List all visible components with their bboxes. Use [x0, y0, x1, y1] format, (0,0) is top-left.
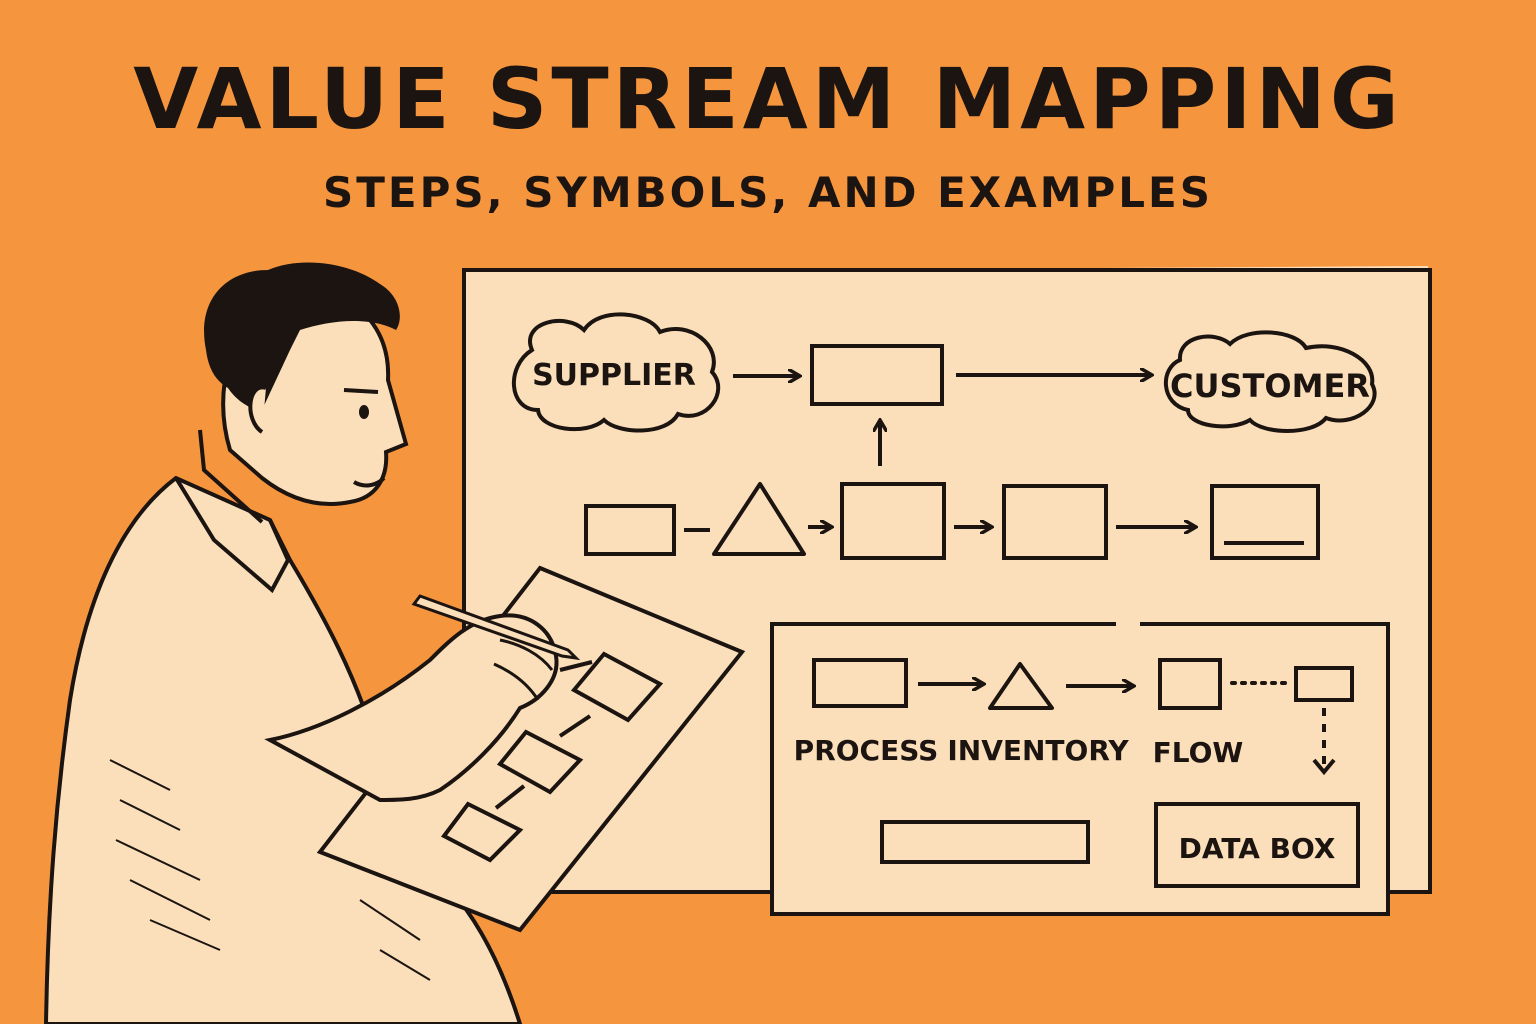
eyebrow: [343, 388, 379, 394]
row-inventory-triangle: [712, 482, 806, 556]
legend-timeline-bar: [880, 820, 1090, 864]
mouth: [352, 476, 386, 488]
legend-inventory-label: INVENTORY: [947, 734, 1129, 767]
shirt-shading-2: [359, 899, 431, 981]
legend-process-label: PROCESS: [794, 734, 939, 767]
customer-cloud: CUSTOMER: [1164, 330, 1377, 433]
legend-small-box: [1294, 666, 1354, 702]
row-process-box-1: [840, 482, 946, 560]
legend-flow-symbol: [1158, 658, 1222, 710]
page-title: VALUE STREAM MAPPING: [133, 50, 1403, 148]
top-process-box: [810, 344, 944, 406]
pen-icon: [411, 594, 581, 661]
row-process-box-2: [1002, 484, 1108, 560]
collar: [174, 476, 291, 594]
shirt-shading: [109, 759, 221, 951]
legend-process-symbol: [812, 658, 908, 708]
fingers: [493, 638, 554, 701]
legend-inventory-symbol: [988, 662, 1054, 710]
ear: [248, 385, 267, 434]
legend-flow-label: FLOW: [1153, 736, 1244, 769]
row-start-box: [584, 504, 676, 556]
legend-data-box: [1154, 802, 1360, 888]
person-illustration: [43, 262, 746, 1024]
eye: [359, 405, 369, 419]
supplier-label: SUPPLIER: [532, 358, 696, 393]
customer-label: CUSTOMER: [1170, 367, 1370, 405]
neck: [198, 429, 264, 524]
legend-dashed-arrowhead: [1312, 758, 1336, 776]
legend-data-box-label: DATA BOX: [1179, 832, 1336, 865]
row-end-box: [1210, 484, 1320, 560]
clipboard-diagram: [440, 651, 664, 863]
hair: [204, 262, 400, 410]
page-subtitle: STEPS, SYMBOLS, AND EXAMPLES: [323, 168, 1213, 217]
supplier-cloud: SUPPLIER: [511, 312, 721, 433]
legend-sheet: PROCESS INVENTORY FLOW DATA BOX: [770, 621, 1390, 916]
